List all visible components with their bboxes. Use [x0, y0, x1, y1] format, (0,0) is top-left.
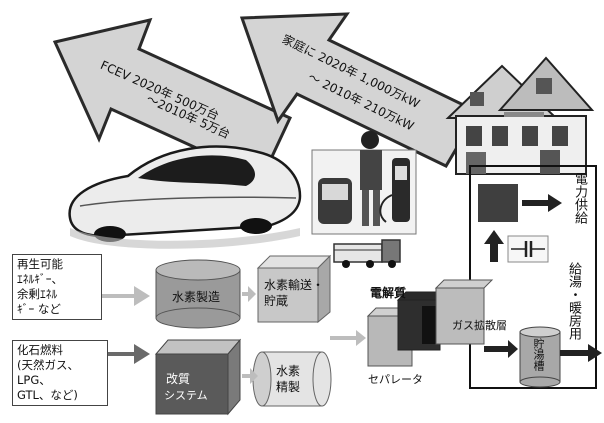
fuel-cell-stack-block	[478, 184, 518, 222]
renewable-line-3: 余剰ｴﾈﾙ	[17, 287, 58, 301]
fossil-line-4: GTL、など)	[17, 388, 78, 402]
hydrogen-transport-box	[256, 254, 332, 324]
up-arrow	[484, 230, 504, 262]
hydrogen-production-cylinder	[155, 259, 241, 329]
reformer-label-2: システム	[164, 389, 208, 402]
capacitor-icon	[507, 235, 549, 263]
hydrogen-station	[311, 131, 417, 235]
house	[445, 56, 595, 175]
refining-label-1: 水素	[276, 364, 301, 378]
transport-label-2: 貯蔵	[264, 294, 289, 308]
to-tank-arrow	[484, 340, 518, 358]
renewable-energy-box: 再生可能 ｴﾈﾙｷﾞｰ、 余剰ｴﾈﾙ ｷﾞｰ など	[12, 254, 102, 320]
transport-label-1: 水素輸送・	[264, 278, 325, 292]
fuel-cell-layers	[366, 279, 494, 367]
refining-label-2: 精製	[276, 380, 301, 394]
to-fuel-cell-arrow	[330, 330, 366, 346]
hydrogen-truck	[333, 239, 401, 268]
reformer-box	[154, 338, 242, 416]
power-supply-label: 電力供給	[572, 172, 587, 224]
hot-water-tank	[519, 326, 561, 388]
production-to-transport-arrow	[242, 286, 256, 302]
fossil-fuel-box: 化石燃料 (天然ガス、 LPG、 GTL、など)	[12, 340, 108, 406]
reformer-label-1: 改質	[166, 372, 191, 386]
gas-diffusion-label: ガス拡散層	[452, 319, 507, 332]
fcev-growth-arrow	[52, 17, 292, 180]
fossil-arrow	[98, 344, 150, 364]
power-arrow	[522, 194, 562, 212]
fossil-line-2: (天然ガス、	[17, 358, 79, 372]
renewable-line-4: ｷﾞｰ など	[17, 302, 61, 316]
separator-label: セパレータ	[368, 373, 423, 386]
refining-cylinder	[252, 351, 332, 407]
renewable-arrow	[98, 286, 150, 306]
production-label: 水素製造	[172, 290, 221, 304]
electrolyte-label: 電解質	[370, 286, 407, 300]
hot-water-label: 給湯・暖房用	[566, 262, 581, 340]
fossil-line-1: 化石燃料	[17, 343, 63, 357]
reformer-to-refining-arrow	[242, 368, 258, 384]
tank-output-arrow	[560, 344, 602, 362]
fuel-cell-car	[68, 145, 302, 249]
home-system-frame	[469, 165, 597, 389]
renewable-line-2: ｴﾈﾙｷﾞｰ、	[17, 272, 63, 286]
fossil-line-3: LPG、	[17, 373, 51, 387]
tank-label: 貯湯槽	[532, 338, 545, 371]
renewable-line-1: 再生可能	[17, 257, 63, 271]
